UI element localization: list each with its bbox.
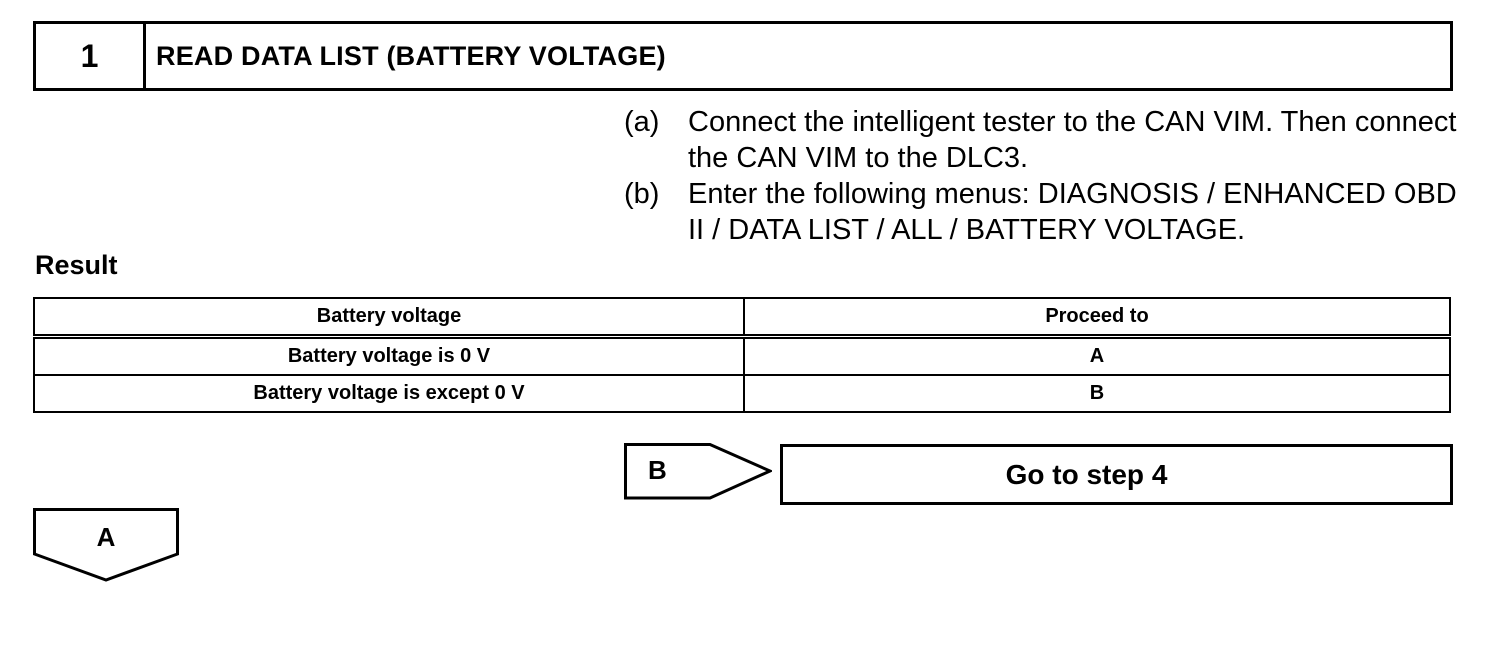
step-header: 1 READ DATA LIST (BATTERY VOLTAGE) (33, 21, 1453, 91)
column-header: Battery voltage (33, 297, 745, 339)
instruction-item: (b) Enter the following menus: DIAGNOSIS… (624, 176, 1464, 248)
result-heading: Result (35, 250, 118, 280)
table-cell: A (743, 335, 1451, 376)
table-row: Battery voltage is 0 V A (33, 335, 1451, 376)
result-table: Battery voltage Proceed to Battery volta… (33, 297, 1451, 413)
table-cell: B (743, 374, 1451, 413)
table-header-row: Battery voltage Proceed to (33, 297, 1451, 339)
table-row: Battery voltage is except 0 V B (33, 374, 1451, 413)
table-cell: Battery voltage is 0 V (33, 335, 745, 376)
step-number: 1 (36, 24, 146, 88)
instructions: (a) Connect the intelligent tester to th… (624, 104, 1464, 248)
down-arrow-shape (33, 508, 179, 582)
instruction-text: Enter the following menus: DIAGNOSIS / E… (688, 178, 1457, 246)
flow-b-label: B (648, 455, 667, 485)
table-cell: Battery voltage is except 0 V (33, 374, 745, 413)
instruction-label: (b) (624, 178, 660, 210)
instruction-item: (a) Connect the intelligent tester to th… (624, 104, 1464, 176)
flow-a-arrow: A (33, 508, 179, 582)
column-header: Proceed to (743, 297, 1451, 339)
flow-b-arrow: B (624, 443, 772, 501)
flow-a-label: A (96, 522, 116, 552)
goto-step-box: Go to step 4 (780, 444, 1453, 505)
right-arrow-shape (624, 443, 772, 500)
step-title: READ DATA LIST (BATTERY VOLTAGE) (156, 40, 666, 71)
instruction-label: (a) (624, 106, 660, 138)
instruction-text: Connect the intelligent tester to the CA… (688, 106, 1457, 174)
